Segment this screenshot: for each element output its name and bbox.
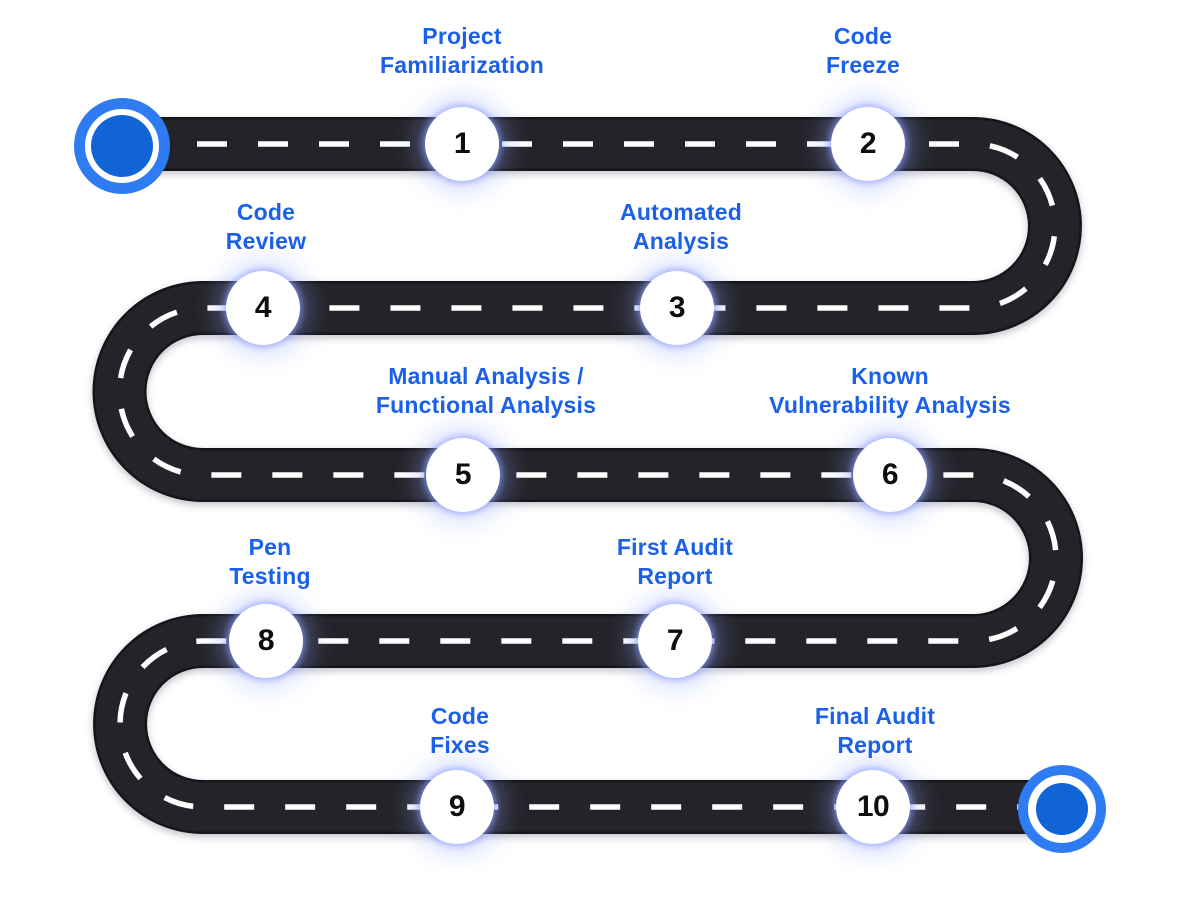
milestone-circle-1: 1	[425, 107, 499, 181]
milestone-circle-5: 5	[426, 438, 500, 512]
milestone-number-1: 1	[453, 127, 471, 160]
milestone-label-4: Code Review	[225, 199, 307, 254]
road-dashed-centerline	[116, 141, 1062, 810]
milestone-number-5: 5	[454, 458, 472, 491]
milestone-number-2: 2	[859, 127, 877, 160]
milestone-circle-8: 8	[229, 604, 303, 678]
milestone-circle-2: 2	[831, 107, 905, 181]
milestone-circle-3: 3	[640, 271, 714, 345]
milestone-circle-9: 9	[420, 770, 494, 844]
milestone-number-4: 4	[254, 291, 272, 324]
milestone-number-9: 9	[448, 790, 466, 823]
milestone-label-5: Manual Analysis / Functional Analysis	[375, 363, 597, 418]
milestone-label-6: Known Vulnerability Analysis	[769, 363, 1011, 418]
milestone-label-3: Automated Analysis	[620, 199, 742, 254]
start-marker	[74, 98, 170, 194]
end-marker	[1018, 765, 1106, 853]
start-marker-core	[91, 115, 153, 177]
milestone-circle-10: 10	[836, 770, 910, 844]
milestone-circle-7: 7	[638, 604, 712, 678]
milestone-label-9: Code Fixes	[430, 703, 490, 758]
milestone-label-10: Final Audit Report	[814, 703, 936, 758]
milestone-circle-6: 6	[853, 438, 927, 512]
milestone-label-2: Code Freeze	[825, 23, 901, 78]
milestone-circle-4: 4	[226, 271, 300, 345]
milestone-number-7: 7	[666, 624, 684, 657]
milestone-number-8: 8	[257, 624, 275, 657]
milestone-label-7: First Audit Report	[616, 534, 734, 589]
end-marker-core	[1036, 783, 1088, 835]
milestone-label-8: Pen Testing	[229, 534, 311, 589]
milestone-number-10: 10	[856, 790, 890, 823]
milestone-label-1: Project Familiarization	[379, 23, 545, 78]
milestone-number-3: 3	[668, 291, 686, 324]
milestone-number-6: 6	[881, 458, 899, 491]
